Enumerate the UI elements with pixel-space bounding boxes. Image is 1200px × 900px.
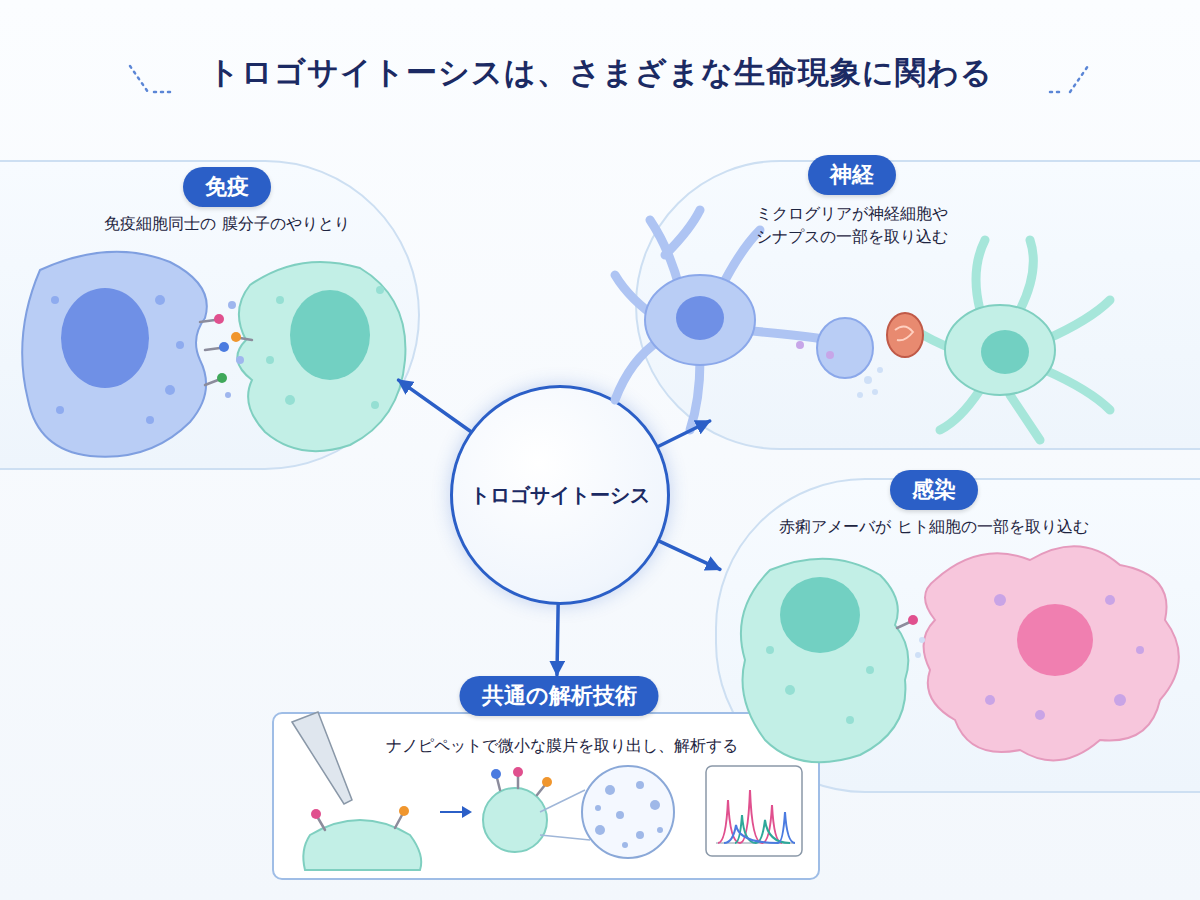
analysis-illustration bbox=[292, 712, 802, 870]
panel-description: ナノピペットで微小な膜片を取り出し、解析する bbox=[302, 734, 822, 757]
panel-heading: 免疫 bbox=[183, 167, 271, 207]
immune-cells bbox=[22, 252, 405, 457]
topic-panel: 神経ミクログリアが神経細胞や シナプスの一部を取り込む bbox=[635, 160, 1200, 450]
center-label: トロゴサイトーシス bbox=[453, 482, 667, 509]
panel-description: 免疫細胞同士の 膜分子のやりとり bbox=[77, 212, 377, 235]
connector-arrow bbox=[557, 605, 558, 675]
connector-arrow bbox=[660, 541, 720, 569]
connector-arrow bbox=[659, 421, 710, 446]
topic-panel: 共通の解析技術ナノピペットで微小な膜片を取り出し、解析する bbox=[272, 712, 820, 880]
panel-description: 赤痢アメーバが ヒト細胞の一部を取り込む bbox=[774, 515, 1094, 538]
panel-heading: 感染 bbox=[890, 470, 978, 510]
center-circle: トロゴサイトーシス bbox=[450, 385, 670, 605]
diagram-title: トロゴサイトーシスは、さまざまな生命現象に関わる bbox=[0, 52, 1200, 94]
infection-cells bbox=[741, 546, 1179, 762]
topic-panel: 免疫免疫細胞同士の 膜分子のやりとり bbox=[0, 160, 420, 470]
panel-heading: 神経 bbox=[808, 155, 896, 195]
panel-heading: 共通の解析技術 bbox=[460, 676, 659, 716]
connector-arrow bbox=[399, 380, 471, 431]
panel-description: ミクログリアが神経細胞や シナプスの一部を取り込む bbox=[692, 202, 1012, 248]
neuro-cells bbox=[615, 210, 1110, 440]
